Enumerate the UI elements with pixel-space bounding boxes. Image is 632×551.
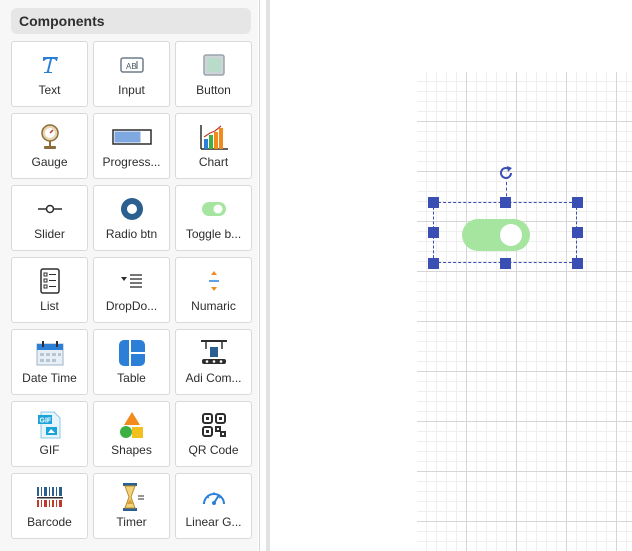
component-label: Barcode bbox=[27, 515, 72, 529]
component-tile-numeric[interactable]: Numaric bbox=[175, 257, 252, 323]
component-tile-gif[interactable]: GIF GIF bbox=[11, 401, 88, 467]
numeric-stepper-icon bbox=[199, 267, 229, 295]
components-panel-header: Components bbox=[11, 8, 251, 34]
component-label: Gauge bbox=[31, 155, 68, 169]
svg-text:GIF: GIF bbox=[39, 418, 51, 425]
component-label: Slider bbox=[34, 227, 65, 241]
component-tile-chart[interactable]: Chart bbox=[175, 113, 252, 179]
component-tile-adi-component[interactable]: Adi Com... bbox=[175, 329, 252, 395]
qr-code-icon bbox=[199, 411, 229, 439]
component-tile-gauge[interactable]: Gauge bbox=[11, 113, 88, 179]
calendar-icon bbox=[35, 339, 65, 367]
hourglass-icon bbox=[117, 483, 147, 511]
list-icon bbox=[35, 267, 65, 295]
resize-handle-top-left[interactable] bbox=[428, 197, 439, 208]
panel-resize-handle[interactable] bbox=[266, 0, 270, 551]
text-icon bbox=[35, 51, 65, 79]
toggle-switch-icon bbox=[199, 195, 229, 223]
machine-component-icon bbox=[199, 339, 229, 367]
component-label: Numaric bbox=[191, 299, 236, 313]
components-panel: Components Text AB Input Button bbox=[0, 0, 258, 551]
barcode-icon bbox=[35, 483, 65, 511]
components-grid: Text AB Input Button Gauge bbox=[11, 41, 252, 539]
dropdown-icon bbox=[117, 267, 147, 295]
component-label: Progress... bbox=[102, 155, 161, 169]
component-label: Radio btn bbox=[105, 227, 158, 241]
component-tile-date-time[interactable]: Date Time bbox=[11, 329, 88, 395]
component-label: Text bbox=[38, 83, 61, 97]
component-tile-radio[interactable]: Radio btn bbox=[93, 185, 170, 251]
component-tile-text[interactable]: Text bbox=[11, 41, 88, 107]
resize-handle-bottom-left[interactable] bbox=[428, 258, 439, 269]
component-label: Chart bbox=[198, 155, 229, 169]
component-tile-progress[interactable]: Progress... bbox=[93, 113, 170, 179]
rotate-icon[interactable] bbox=[497, 164, 515, 182]
component-label: Input bbox=[118, 83, 145, 97]
resize-handle-right[interactable] bbox=[572, 227, 583, 238]
component-tile-timer[interactable]: Timer bbox=[93, 473, 170, 539]
component-label: Adi Com... bbox=[185, 371, 242, 385]
components-panel-title: Components bbox=[19, 13, 105, 29]
resize-handle-bottom-right[interactable] bbox=[572, 258, 583, 269]
component-label: Button bbox=[196, 83, 231, 97]
component-label: List bbox=[40, 299, 59, 313]
gif-file-icon: GIF bbox=[35, 411, 65, 439]
resize-handle-bottom[interactable] bbox=[500, 258, 511, 269]
component-tile-shapes[interactable]: Shapes bbox=[93, 401, 170, 467]
component-tile-slider[interactable]: Slider bbox=[11, 185, 88, 251]
slider-icon bbox=[35, 195, 65, 223]
input-icon: AB bbox=[117, 51, 147, 79]
component-tile-dropdown[interactable]: DropDo... bbox=[93, 257, 170, 323]
rotation-handle-line bbox=[506, 182, 507, 202]
progress-bar-icon bbox=[111, 123, 152, 151]
resize-handle-top[interactable] bbox=[500, 197, 511, 208]
component-label: Timer bbox=[116, 515, 147, 529]
radio-button-icon bbox=[117, 195, 147, 223]
component-label: DropDo... bbox=[105, 299, 158, 313]
component-label: Shapes bbox=[111, 443, 152, 457]
button-icon bbox=[199, 51, 229, 79]
svg-text:AB: AB bbox=[126, 62, 137, 71]
speedometer-icon bbox=[199, 483, 229, 511]
component-label: Toggle b... bbox=[185, 227, 242, 241]
design-canvas[interactable] bbox=[417, 72, 632, 551]
component-label: Table bbox=[117, 371, 146, 385]
toggle-knob bbox=[500, 224, 522, 246]
component-tile-toggle[interactable]: Toggle b... bbox=[175, 185, 252, 251]
component-tile-linear-gauge[interactable]: Linear G... bbox=[175, 473, 252, 539]
component-tile-input[interactable]: AB Input bbox=[93, 41, 170, 107]
component-tile-list[interactable]: List bbox=[11, 257, 88, 323]
panel-divider bbox=[259, 0, 260, 551]
component-label: QR Code bbox=[188, 443, 239, 457]
canvas-toggle-switch[interactable] bbox=[462, 219, 530, 251]
resize-handle-left[interactable] bbox=[428, 227, 439, 238]
shapes-icon bbox=[117, 411, 147, 439]
table-icon bbox=[117, 339, 147, 367]
component-tile-button[interactable]: Button bbox=[175, 41, 252, 107]
gauge-icon bbox=[35, 123, 65, 151]
component-label: Linear G... bbox=[185, 515, 242, 529]
component-tile-qr-code[interactable]: QR Code bbox=[175, 401, 252, 467]
component-tile-table[interactable]: Table bbox=[93, 329, 170, 395]
resize-handle-top-right[interactable] bbox=[572, 197, 583, 208]
component-tile-barcode[interactable]: Barcode bbox=[11, 473, 88, 539]
component-label: GIF bbox=[39, 443, 60, 457]
component-label: Date Time bbox=[22, 371, 77, 385]
bar-chart-icon bbox=[199, 123, 229, 151]
